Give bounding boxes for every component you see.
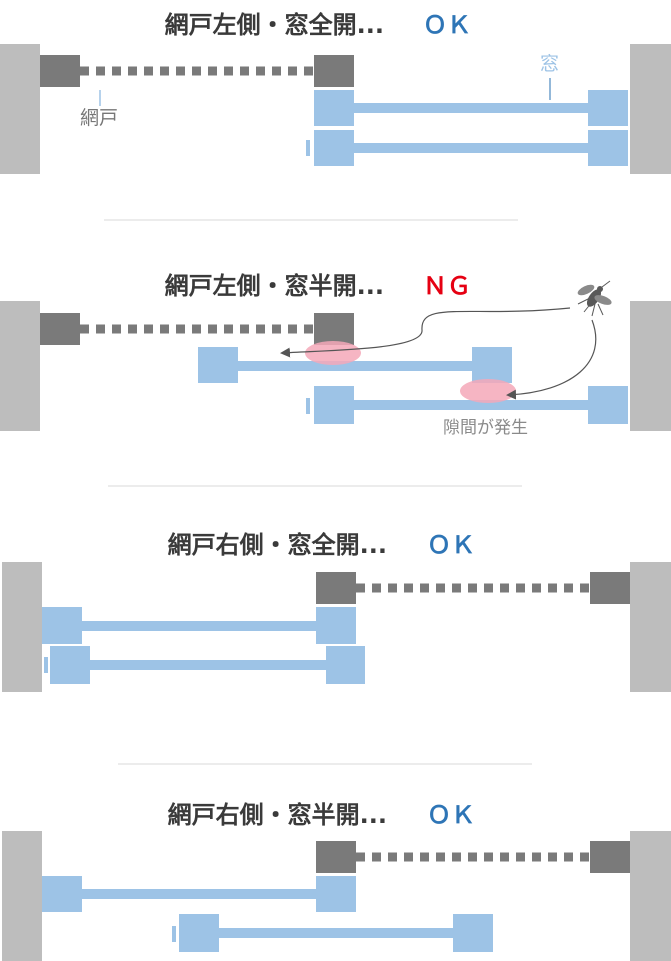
- gap-highlight: [460, 379, 516, 403]
- window-sash-glass: [354, 103, 588, 113]
- window-handle: [172, 926, 176, 942]
- window-sash-block: [472, 347, 512, 383]
- section-1: 網戸左側・窓全開... ＯＫ 網戸 窓: [0, 11, 671, 174]
- left-window-frame: [2, 831, 42, 961]
- window-sash-glass: [354, 143, 588, 153]
- right-window-frame: [630, 562, 671, 692]
- section-3: 網戸右側・窓全開... ＯＫ: [2, 531, 671, 692]
- window-sash-block: [50, 646, 90, 684]
- window-sash-block: [316, 876, 356, 912]
- right-window-frame: [630, 831, 671, 961]
- window-handle: [306, 398, 310, 414]
- screen-left-block: [40, 313, 80, 345]
- window-sash-glass: [219, 928, 453, 938]
- window-sash-block: [588, 130, 628, 166]
- window-sash-glass: [90, 660, 326, 670]
- mosquito-icon: [577, 280, 612, 317]
- section-2-title: 網戸左側・窓半開...: [165, 272, 384, 300]
- screen-left-block: [316, 572, 356, 604]
- right-window-frame: [630, 44, 671, 174]
- screen-right-block: [590, 572, 630, 604]
- window-handle: [306, 140, 310, 156]
- screen-label: 網戸: [80, 107, 118, 129]
- window-sash-block: [326, 646, 365, 684]
- screen-left-block: [40, 55, 80, 87]
- window-sash-block: [588, 90, 628, 126]
- gap-label: 隙間が発生: [443, 418, 528, 438]
- left-window-frame: [0, 301, 40, 431]
- section-2-result: ＮＧ: [423, 273, 471, 300]
- screen-right-block: [314, 55, 354, 87]
- window-sash-glass: [238, 361, 472, 371]
- screen-right-block: [314, 313, 354, 345]
- screen-right-block: [590, 841, 630, 873]
- window-sash-glass: [82, 621, 316, 631]
- curved-arrow-icon: [280, 307, 571, 358]
- window-sash-block: [198, 347, 238, 383]
- window-sash-block: [179, 914, 219, 952]
- section-3-result: ＯＫ: [427, 532, 475, 559]
- window-sash-block: [314, 90, 354, 126]
- window-handle: [44, 657, 48, 673]
- window-label: 窓: [540, 53, 559, 75]
- right-window-frame: [630, 301, 671, 431]
- section-4: 網戸右側・窓半開... ＯＫ: [2, 801, 671, 961]
- window-sash-block: [42, 876, 82, 912]
- section-2: 網戸左側・窓半開... ＮＧ 隙間が発生: [0, 272, 671, 438]
- window-sash-block: [42, 607, 82, 644]
- curved-arrow-icon: [506, 319, 597, 400]
- window-sash-glass: [82, 889, 316, 899]
- window-sash-block: [314, 130, 354, 166]
- left-window-frame: [0, 44, 40, 174]
- window-sash-block: [316, 607, 356, 644]
- section-1-result: ＯＫ: [423, 12, 471, 39]
- window-sash-block: [588, 386, 628, 424]
- section-4-title: 網戸右側・窓半開...: [168, 801, 387, 829]
- window-sash-block: [453, 914, 493, 952]
- screen-left-block: [316, 841, 356, 873]
- window-sash-block: [314, 386, 354, 424]
- section-1-title: 網戸左側・窓全開...: [165, 11, 384, 39]
- left-window-frame: [2, 562, 42, 692]
- section-3-title: 網戸右側・窓全開...: [168, 531, 387, 559]
- section-4-result: ＯＫ: [427, 802, 475, 829]
- window-sash-glass: [354, 400, 588, 410]
- gap-highlight: [305, 341, 361, 365]
